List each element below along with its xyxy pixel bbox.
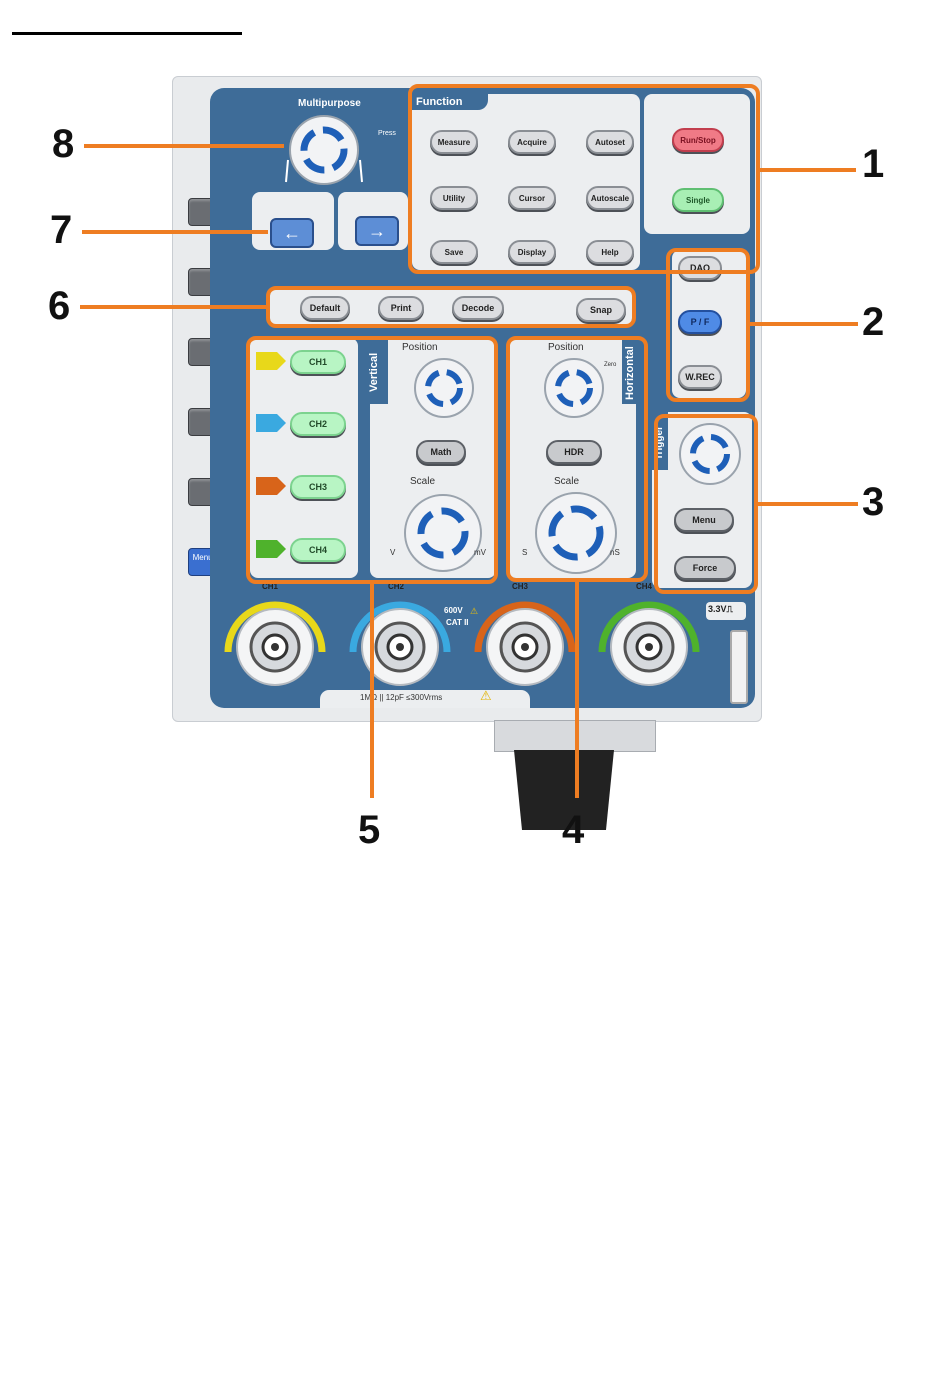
print-button[interactable]: Print xyxy=(378,296,424,320)
callout-box-5 xyxy=(246,336,498,584)
ch1-bnc-connector[interactable] xyxy=(220,592,330,692)
callout-number-1: 1 xyxy=(862,142,885,186)
default-button[interactable]: Default xyxy=(300,296,350,320)
callout-number-8: 8 xyxy=(52,122,75,166)
autoset-button[interactable]: Autoset xyxy=(586,130,634,154)
leader-line-5 xyxy=(370,584,374,798)
leader-line-3 xyxy=(758,502,858,506)
math-button[interactable]: Math xyxy=(416,440,466,464)
ch3-bnc-connector[interactable] xyxy=(470,592,580,692)
callout-number-2: 2 xyxy=(862,300,885,344)
help-button[interactable]: Help xyxy=(586,240,634,264)
measure-button[interactable]: Measure xyxy=(430,130,478,154)
ch3-button[interactable]: CH3 xyxy=(290,475,346,499)
vertical-scale-knob[interactable] xyxy=(398,492,488,574)
callout-number-7: 7 xyxy=(50,208,73,252)
nanoseconds-label: nS xyxy=(610,548,620,557)
leader-line-2 xyxy=(750,322,858,326)
arrow-left-icon: ← xyxy=(283,222,301,243)
display-button[interactable]: Display xyxy=(508,240,556,264)
snap-button[interactable]: Snap xyxy=(576,298,626,322)
right-arrow-button[interactable]: → xyxy=(355,216,399,246)
connector-ch3-label: CH3 xyxy=(512,582,529,591)
multipurpose-label: Multipurpose xyxy=(298,98,361,109)
force-button[interactable]: Force xyxy=(674,556,736,580)
millivolt-label: mV xyxy=(474,548,486,557)
connector-ch2-label: CH2 xyxy=(388,582,405,591)
callout-box-6 xyxy=(266,286,636,328)
callout-number-6: 6 xyxy=(48,284,71,328)
callout-box-3 xyxy=(654,414,758,594)
single-button[interactable]: Single xyxy=(672,188,724,212)
save-button[interactable]: Save xyxy=(430,240,478,264)
left-arrow-button[interactable]: ← xyxy=(270,218,314,248)
horizontal-position-knob[interactable] xyxy=(542,356,606,420)
category-label: CAT II xyxy=(446,618,469,627)
ch2-bnc-connector[interactable] xyxy=(345,592,455,692)
function-tab xyxy=(410,94,488,110)
function-label: Function xyxy=(416,96,463,108)
ch2-color-tag xyxy=(256,414,286,432)
warning-icon: ⚠ xyxy=(470,606,479,616)
wave-record-button[interactable]: W.REC xyxy=(678,365,722,389)
connector-ch1-label: CH1 xyxy=(262,582,279,591)
rating-warning-icon: ⚠ xyxy=(480,688,492,703)
vertical-position-label: Position xyxy=(402,342,438,353)
multipurpose-knob[interactable] xyxy=(272,110,376,190)
daq-button[interactable]: DAQ xyxy=(678,256,722,280)
zero-label: Zero xyxy=(604,362,617,368)
callout-box-2 xyxy=(666,248,750,402)
horizontal-position-label: Position xyxy=(548,342,584,353)
leader-line-4 xyxy=(575,582,579,798)
callout-box-1 xyxy=(408,84,760,274)
cursor-button[interactable]: Cursor xyxy=(508,186,556,210)
vertical-position-knob[interactable] xyxy=(412,356,476,420)
acquire-button[interactable]: Acquire xyxy=(508,130,556,154)
callout-number-5: 5 xyxy=(358,808,381,852)
probe-comp-label: 3.3V⎍ xyxy=(708,604,733,614)
vertical-scale-label: Scale xyxy=(410,476,436,487)
callout-number-3: 3 xyxy=(862,480,885,524)
ch4-color-tag xyxy=(256,540,286,558)
probe-comp-plate xyxy=(706,602,746,620)
decode-button[interactable]: Decode xyxy=(452,296,504,320)
arrow-right-icon: → xyxy=(368,220,386,241)
leader-line-1 xyxy=(760,168,856,172)
leader-line-6 xyxy=(80,305,266,309)
connector-ch4-label: CH4 xyxy=(636,582,653,591)
callout-box-4 xyxy=(506,336,648,582)
leader-line-7 xyxy=(82,230,268,234)
ch3-color-tag xyxy=(256,477,286,495)
trigger-menu-button[interactable]: Menu xyxy=(674,508,734,532)
utility-button[interactable]: Utility xyxy=(430,186,478,210)
horizontal-scale-knob[interactable] xyxy=(528,490,624,576)
voltage-warning-label: 600V xyxy=(444,606,463,615)
horizontal-scale-label: Scale xyxy=(554,476,580,487)
hdr-button[interactable]: HDR xyxy=(546,440,602,464)
seconds-label: S xyxy=(522,548,528,557)
callout-number-4: 4 xyxy=(562,808,585,852)
ch4-bnc-connector[interactable] xyxy=(594,592,704,692)
volt-label: V xyxy=(390,548,396,557)
run-stop-button[interactable]: Run/Stop xyxy=(672,128,724,152)
header-rule xyxy=(12,32,242,35)
trigger-level-knob[interactable] xyxy=(676,420,744,488)
press-label: Press xyxy=(378,130,396,137)
pass-fail-button[interactable]: P / F xyxy=(678,310,722,334)
side-latch xyxy=(730,630,748,704)
horizontal-tab xyxy=(622,338,638,404)
stand-foot xyxy=(514,750,614,830)
leader-line-8 xyxy=(84,144,284,148)
ch1-button[interactable]: CH1 xyxy=(290,350,346,374)
autoscale-button[interactable]: Autoscale xyxy=(586,186,634,210)
ch2-button[interactable]: CH2 xyxy=(290,412,346,436)
ch1-color-tag xyxy=(256,352,286,370)
input-rating-label: 1MΩ || 12pF ≤300Vrms xyxy=(360,693,443,702)
ch4-button[interactable]: CH4 xyxy=(290,538,346,562)
vertical-tab xyxy=(370,338,388,404)
